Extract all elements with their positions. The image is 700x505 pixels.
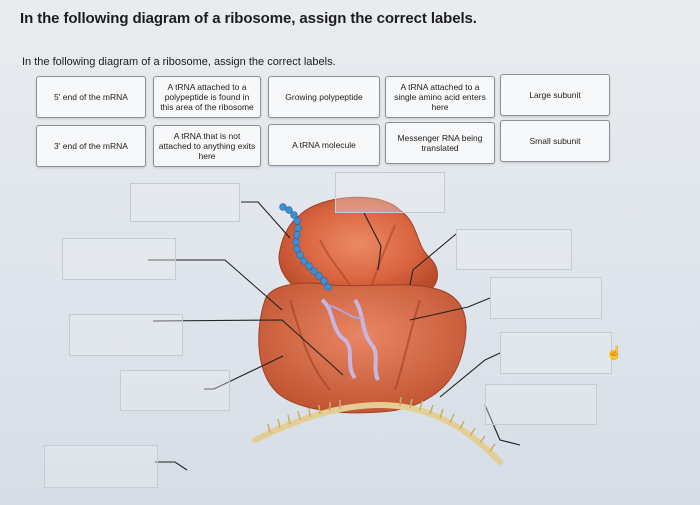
small-subunit-shape [258,282,467,414]
drop-target-9[interactable] [485,384,597,425]
label-5-end-mrna[interactable]: 5' end of the mRNA [36,76,146,118]
label-small-subunit[interactable]: Small subunit [500,120,610,162]
question-prompt: In the following diagram of a ribosome, … [22,56,336,68]
drop-target-8[interactable] [120,370,230,411]
mrna-strand-shape [252,401,503,465]
label-growing-polypeptide[interactable]: Growing polypeptide [268,76,380,118]
label-3-end-mrna[interactable]: 3' end of the mRNA [36,125,146,167]
label-trna-exits[interactable]: A tRNA that is not attached to anything … [153,125,261,167]
drop-target-7[interactable] [500,332,612,374]
drop-target-5[interactable] [490,277,602,319]
growing-polypeptide-shape [279,203,332,291]
drop-target-3[interactable] [62,238,176,280]
drop-target-1[interactable] [130,183,240,222]
label-trna-molecule[interactable]: A tRNA molecule [268,124,380,166]
drop-target-4[interactable] [456,229,572,270]
label-large-subunit[interactable]: Large subunit [500,74,610,116]
question-title: In the following diagram of a ribosome, … [20,10,477,27]
drop-target-10[interactable] [44,445,158,488]
trna-molecule-shape [320,298,357,380]
drop-target-2[interactable] [335,172,445,213]
label-trna-amino-acid-enters[interactable]: A tRNA attached to a single amino acid e… [385,76,495,118]
leader-lines [148,201,521,471]
drop-target-6[interactable] [69,314,183,356]
label-mrna-translated[interactable]: Messenger RNA being translated [385,122,495,164]
hand-pointer-icon: ☝ [606,345,623,360]
label-trna-polypeptide-area[interactable]: A tRNA attached to a polypeptide is foun… [153,76,261,118]
